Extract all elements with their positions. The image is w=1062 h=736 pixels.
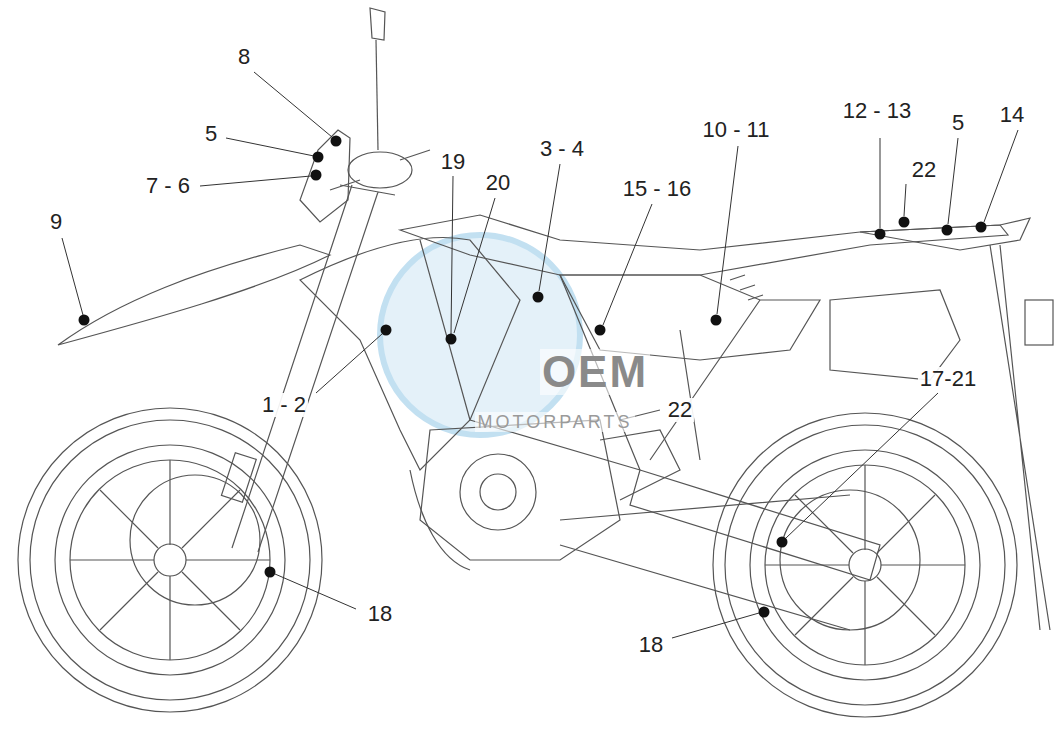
callout-number: 17-21	[918, 367, 978, 391]
bike-outline	[18, 8, 1053, 717]
watermark-text: OEM	[540, 349, 650, 395]
callout-number: 22	[910, 158, 938, 182]
callout-number: 9	[48, 210, 64, 234]
callout-number: 7 - 6	[144, 174, 192, 198]
leader-lines	[62, 72, 1018, 638]
callout-number: 22	[666, 398, 694, 422]
callout-dots	[79, 136, 987, 618]
callout-number: 18	[366, 602, 394, 626]
callout-number: 12 - 13	[841, 99, 914, 123]
callout-number: 5	[203, 122, 219, 146]
watermark-text: MOTORPARTS	[475, 412, 634, 432]
callout-number: 8	[236, 45, 252, 69]
callout-number: 1 - 2	[260, 393, 308, 417]
callout-number: 14	[998, 103, 1026, 127]
callout-number: 5	[950, 111, 966, 135]
callout-number: 15 - 16	[621, 177, 694, 201]
callout-number: 20	[484, 171, 512, 195]
callout-number: 10 - 11	[701, 118, 772, 142]
callout-number: 19	[439, 150, 467, 174]
callout-number: 3 - 4	[538, 137, 586, 161]
watermark-globe	[380, 235, 580, 435]
callout-number: 18	[637, 633, 665, 657]
